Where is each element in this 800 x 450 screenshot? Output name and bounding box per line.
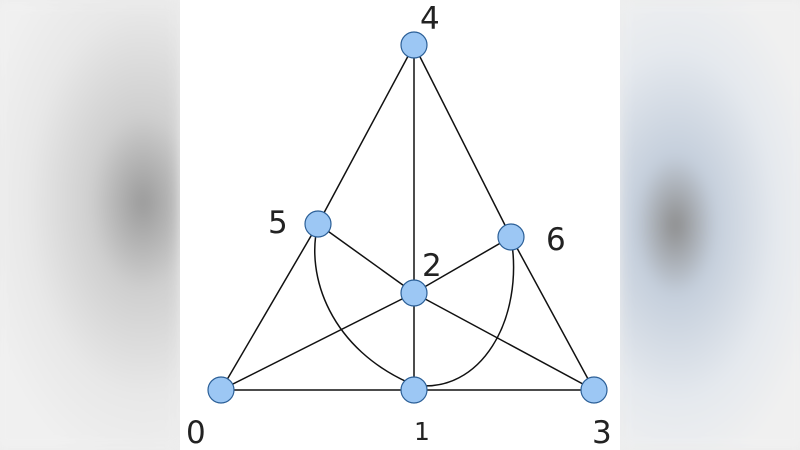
node-label-0: 0 bbox=[186, 415, 206, 450]
node-5 bbox=[304, 210, 332, 238]
node-0 bbox=[207, 376, 235, 404]
node-label-6: 6 bbox=[546, 222, 566, 258]
node-2 bbox=[400, 279, 428, 307]
curved-edge-5-1 bbox=[314, 223, 415, 386]
node-label-3: 3 bbox=[592, 415, 612, 450]
node-label-5: 5 bbox=[268, 205, 288, 241]
edge-0-5 bbox=[220, 223, 319, 391]
node-3 bbox=[580, 376, 608, 404]
right-blurred-background bbox=[620, 0, 800, 450]
edge-4-6 bbox=[413, 44, 512, 238]
edge-2-6 bbox=[413, 236, 512, 294]
node-label-1: 1 bbox=[414, 417, 430, 446]
edge-2-3 bbox=[413, 292, 595, 391]
edge-5-2 bbox=[317, 223, 415, 294]
node-label-2: 2 bbox=[422, 248, 442, 284]
node-6 bbox=[497, 223, 525, 251]
node-1 bbox=[400, 376, 428, 404]
node-layer bbox=[207, 31, 608, 404]
node-label-4: 4 bbox=[420, 1, 440, 37]
curved-edge-1-6 bbox=[413, 236, 515, 387]
edge-0-2 bbox=[220, 292, 415, 391]
label-layer: 4 5 6 2 0 1 3 bbox=[186, 1, 612, 450]
edge-5-4 bbox=[317, 44, 415, 225]
left-blurred-background bbox=[0, 0, 180, 450]
edge-layer bbox=[220, 44, 595, 391]
edge-6-3 bbox=[510, 236, 595, 391]
node-4 bbox=[400, 31, 428, 59]
diagram-panel bbox=[180, 0, 620, 450]
